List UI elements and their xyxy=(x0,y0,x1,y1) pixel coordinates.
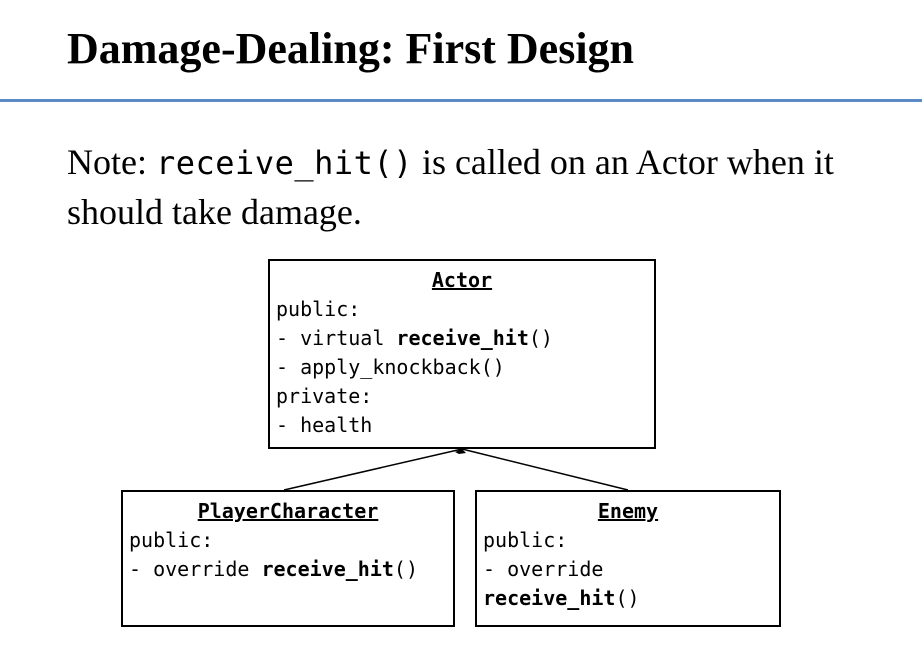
playercharacter-method-prefix: - override xyxy=(129,557,262,581)
title-divider xyxy=(0,99,922,102)
note-prefix: Note: xyxy=(67,142,156,182)
class-box-actor: Actor public: - virtual receive_hit() - … xyxy=(268,259,656,449)
note-suffix: is called on an Actor when it should tak… xyxy=(67,142,834,232)
enemy-method-name: receive_hit xyxy=(483,586,616,610)
class-name-playercharacter: PlayerCharacter xyxy=(197,499,379,523)
note-code: receive_hit() xyxy=(155,144,413,182)
playercharacter-method-receive-hit: - override receive_hit() xyxy=(129,555,447,584)
enemy-method-parens: () xyxy=(615,586,640,610)
edge-playercharacter-actor xyxy=(283,448,463,491)
class-name-actor: Actor xyxy=(431,268,493,292)
playercharacter-public-label: public: xyxy=(129,528,214,552)
note-paragraph: Note: receive_hit() is called on an Acto… xyxy=(67,138,887,237)
actor-method-apply-knockback: - apply_knockback() xyxy=(276,355,505,379)
playercharacter-method-parens: () xyxy=(393,557,418,581)
actor-method-receive-hit: - virtual receive_hit() xyxy=(276,324,648,353)
enemy-public-label: public: xyxy=(483,528,568,552)
playercharacter-method-name: receive_hit xyxy=(261,557,394,581)
actor-field-health: - health xyxy=(276,413,373,437)
actor-method-parens: () xyxy=(528,326,553,350)
enemy-method-prefix: - override xyxy=(483,557,604,581)
actor-method-name: receive_hit xyxy=(396,326,529,350)
actor-public-label: public: xyxy=(276,297,361,321)
class-box-playercharacter: PlayerCharacter public: - override recei… xyxy=(121,490,455,627)
inheritance-arrowhead xyxy=(455,449,466,454)
class-box-enemy: Enemy public: - override receive_hit() xyxy=(475,490,781,627)
class-name-enemy: Enemy xyxy=(597,499,659,523)
edge-enemy-actor xyxy=(461,448,629,491)
actor-private-label: private: xyxy=(276,384,373,408)
actor-method-prefix: - virtual xyxy=(276,326,397,350)
enemy-method-receive-hit: receive_hit() xyxy=(483,584,773,613)
slide-title: Damage-Dealing: First Design xyxy=(67,24,635,73)
